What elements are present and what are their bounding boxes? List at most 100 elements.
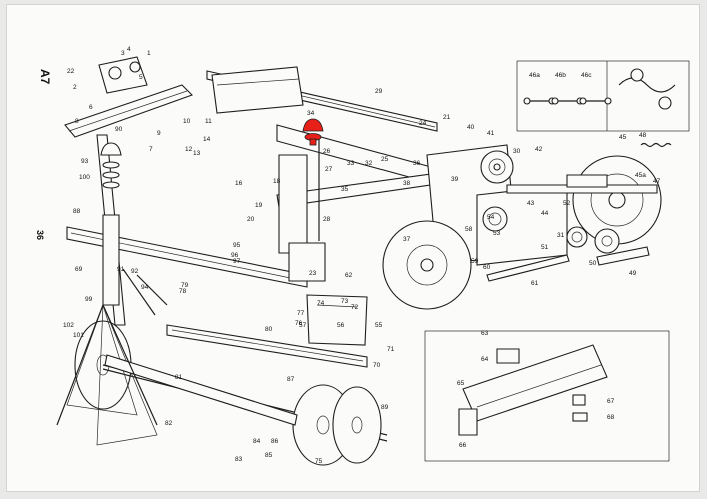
part-number-55: 55 [375,322,383,329]
small-sprocket [594,228,620,254]
part-number-77: 77 [297,310,305,317]
part-number-62: 62 [345,272,353,279]
detail-label-68: 68 [607,414,615,421]
adjust-knob [100,142,122,189]
exploded-view-diagram: A7 36 [35,46,690,466]
part-number-52: 52 [563,200,571,207]
part-number-21: 21 [443,114,451,121]
part-number-78: 78 [179,288,187,295]
part-number-34: 34 [307,110,315,117]
part-number-35: 35 [341,186,349,193]
part-number-88: 88 [73,208,81,215]
part-number-31: 31 [557,232,565,239]
lower-drive-rod [486,254,570,282]
drive-chain [596,246,650,266]
part-number-101: 101 [73,332,84,339]
part-number-89: 89 [381,404,389,411]
part-number-100: 100 [79,174,90,181]
part-number-43: 43 [527,200,535,207]
part-number-25: 25 [381,156,389,163]
part-number-85: 85 [265,452,273,459]
part-number-44: 44 [541,210,549,217]
part-number-1: 1 [147,50,151,57]
detail-label-64: 64 [481,356,489,363]
part-number-19: 19 [255,202,263,209]
right-reel-wheel [332,386,382,464]
part-number-102: 102 [63,322,74,329]
detail-label-63: 63 [481,330,489,337]
part-number-36: 36 [413,160,421,167]
part-number-22: 22 [67,68,75,75]
part-number-95: 95 [233,242,241,249]
part-number-10: 10 [183,118,191,125]
part-number-80: 80 [265,326,273,333]
part-number-83: 83 [235,456,243,463]
part-number-47: 47 [653,178,661,185]
detail-label-46c: 46c [581,72,592,79]
part-number-45a: 45a [635,172,646,179]
part-number-12: 12 [185,146,193,153]
part-number-75: 75 [315,458,323,465]
part-number-72: 72 [351,304,359,311]
part-number-40: 40 [467,124,475,131]
part-number-37: 37 [403,236,411,243]
detail-label-46b: 46b [555,72,566,79]
top-left-bracket [98,56,148,94]
part-number-71: 71 [387,346,395,353]
detail-box-guard: 63 64 65 66 67 68 [424,330,670,462]
drive-pulley [480,150,514,184]
part-number-7: 7 [149,146,153,153]
part-number-58: 58 [465,226,473,233]
tine-arm [306,294,368,346]
part-number-99: 99 [85,296,93,303]
part-number-5: 5 [139,74,143,81]
part-number-13: 13 [193,150,201,157]
part-number-28: 28 [323,216,331,223]
part-number-30: 30 [513,148,521,155]
part-number-94: 94 [141,284,149,291]
part-number-91: 91 [117,266,125,273]
part-number-84: 84 [253,438,261,445]
center-upright [278,137,326,282]
part-number-11: 11 [205,118,212,125]
part-number-56: 56 [337,322,345,329]
part-number-6: 6 [89,104,93,111]
part-number-23: 23 [309,270,317,277]
page-number: 36 [35,230,45,240]
upper-bracket [211,66,304,114]
part-number-86: 86 [271,438,279,445]
large-disc-wheel [382,220,472,310]
part-number-41: 41 [487,130,495,137]
detail-box-chain-links: 46a 46b 46c [516,60,690,132]
detail-label-65: 65 [457,380,465,387]
lower-pulley [566,226,588,248]
part-number-96: 96 [231,252,239,259]
detail-label-66: 66 [459,442,467,449]
part-number-45: 45 [619,134,627,141]
part-number-49: 49 [629,270,637,277]
part-number-29: 29 [375,88,383,95]
part-number-59: 59 [471,258,479,265]
part-number-50: 50 [589,260,597,267]
part-number-51: 51 [541,244,549,251]
tension-spring [640,142,672,148]
part-number-90: 90 [115,126,123,133]
part-number-73: 73 [341,298,349,305]
mid-pulley [482,206,508,232]
part-number-60: 60 [483,264,491,271]
support-legs [56,268,168,426]
part-number-93: 93 [81,158,89,165]
part-number-53: 53 [493,230,501,237]
part-number-79: 79 [181,282,189,289]
detail-label-67: 67 [607,398,615,405]
part-number-4: 4 [127,46,131,53]
part-number-87: 87 [287,376,295,383]
part-number-2: 2 [73,84,77,91]
part-number-26: 26 [323,148,331,155]
part-number-16: 16 [235,180,243,187]
highlighted-red-knob [302,118,324,146]
part-number-27: 27 [325,166,333,173]
part-number-97: 97 [233,258,241,265]
part-number-38: 38 [403,180,411,187]
